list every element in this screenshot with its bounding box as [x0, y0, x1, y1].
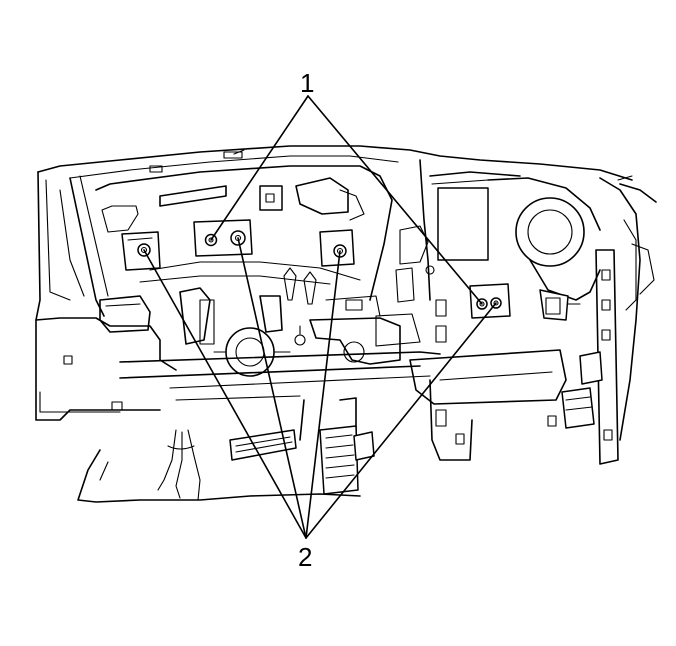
callout-label-1: 1	[300, 68, 314, 98]
callout-1-leaders	[210, 95, 483, 305]
cluster-housing	[95, 149, 393, 301]
steering-column-support	[99, 267, 441, 401]
leader-1-to-right-bolt	[307, 95, 483, 305]
leader-2-to-center-bolt	[237, 237, 307, 539]
right-vent-pod	[619, 183, 657, 295]
callout-2-leaders	[143, 237, 497, 539]
callout-label-2: 2	[298, 542, 312, 572]
hvac-module	[375, 159, 641, 465]
leader-1-to-center-bolt	[210, 95, 309, 241]
leader-2-to-center-right-bolt	[305, 250, 341, 539]
leader-2-to-right-bolt	[305, 302, 497, 539]
leader-2-to-left-bolt	[143, 249, 307, 539]
pedals	[157, 397, 375, 501]
